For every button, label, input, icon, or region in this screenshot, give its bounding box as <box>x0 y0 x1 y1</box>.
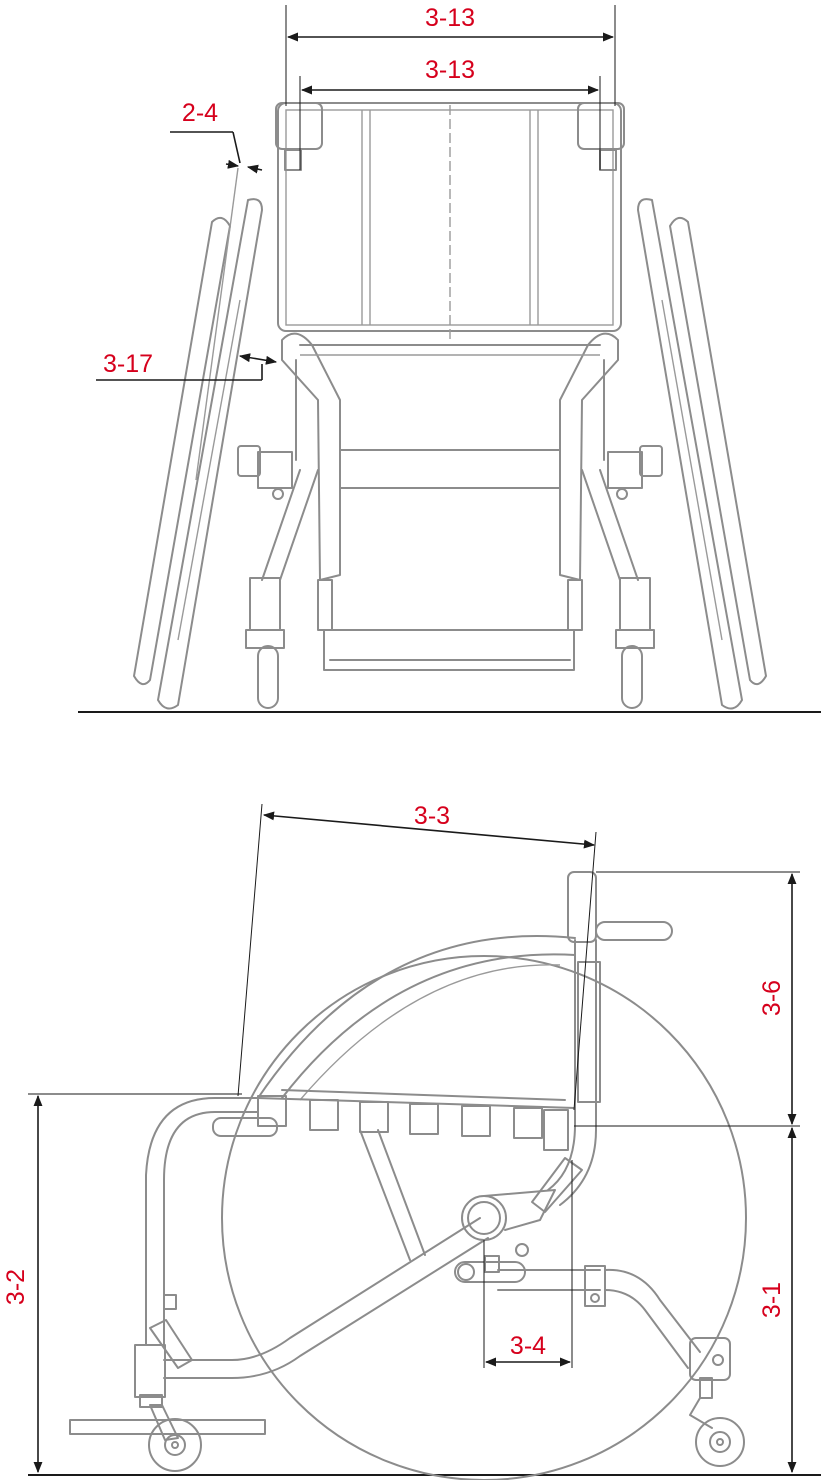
label-seat-depth: 3-3 <box>414 802 450 830</box>
side-front-frame <box>69 1097 489 1435</box>
dim-axle-position: 3-4 <box>483 1160 573 1368</box>
side-front-caster <box>139 1394 745 1472</box>
front-casters <box>245 469 655 709</box>
label-wheel-camber: 2-4 <box>182 99 218 127</box>
label-wheel-clearance: 3-17 <box>103 350 153 378</box>
dim-wheel-camber: 2-4 <box>170 99 263 174</box>
front-left-wheel <box>133 167 263 710</box>
dim-back-width-inner: 3-13 <box>299 56 601 170</box>
side-backrest <box>531 871 673 1213</box>
dim-seat-height-rear: 3-1 <box>758 1126 797 1474</box>
side-rear-wheel <box>221 955 747 1480</box>
label-backrest-height: 3-6 <box>758 980 786 1016</box>
dim-wheel-clearance: 3-17 <box>96 350 278 381</box>
label-back-width-outer: 3-13 <box>425 4 475 32</box>
dim-seat-depth: 3-3 <box>237 802 597 1111</box>
label-back-width-inner: 3-13 <box>425 56 475 84</box>
dim-seat-height-front: 3-2 <box>2 1093 242 1474</box>
label-seat-height-rear: 3-1 <box>758 1282 786 1318</box>
side-seat-frame <box>257 935 576 1151</box>
dim-back-width-outer: 3-13 <box>285 4 616 106</box>
label-seat-height-front: 3-2 <box>2 1269 30 1305</box>
front-seat-frame <box>281 332 619 671</box>
front-right-wheel <box>637 198 767 710</box>
front-axle-clamps <box>237 445 663 500</box>
front-view: 3-13 3-13 2-4 3-17 <box>78 4 821 713</box>
label-axle-position: 3-4 <box>510 1332 546 1360</box>
side-axle-assembly <box>454 1189 556 1283</box>
dim-backrest-height: 3-6 <box>574 871 800 1127</box>
side-view: 3-3 3-6 3-1 3-2 3-4 <box>2 802 821 1480</box>
